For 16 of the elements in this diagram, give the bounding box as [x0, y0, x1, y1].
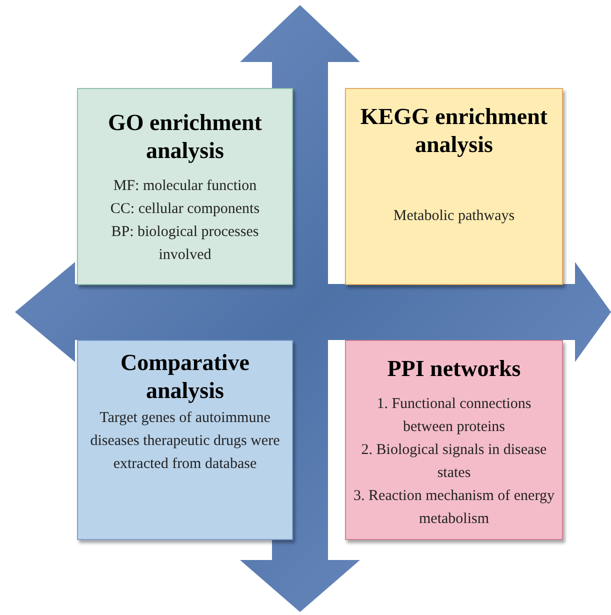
- card-heading: KEGG enrichment analysis: [359, 103, 549, 159]
- card-text: 2. Biological signals in disease states: [360, 441, 548, 483]
- card-text: Metabolic pathways: [393, 207, 515, 226]
- info-card: [77, 88, 293, 285]
- card-text: BP: biological processes involved: [110, 223, 260, 265]
- card-text: 1. Functional connections between proteins: [376, 395, 532, 437]
- card-text: Target genes of autoimmune diseases therapeutic drugs were extracted from database: [89, 409, 281, 474]
- info-card: [345, 340, 563, 540]
- card-text: 3. Reaction mechanism of energy metabolism: [352, 487, 556, 529]
- info-card: [345, 88, 563, 285]
- card-text: MF: molecular function: [113, 177, 257, 196]
- card-heading: PPI networks: [387, 355, 521, 383]
- info-card: [77, 340, 293, 540]
- card-heading: Comparative analysis: [119, 349, 251, 405]
- card-text: CC: cellular components: [110, 200, 260, 219]
- card-heading: GO enrichment analysis: [107, 109, 263, 165]
